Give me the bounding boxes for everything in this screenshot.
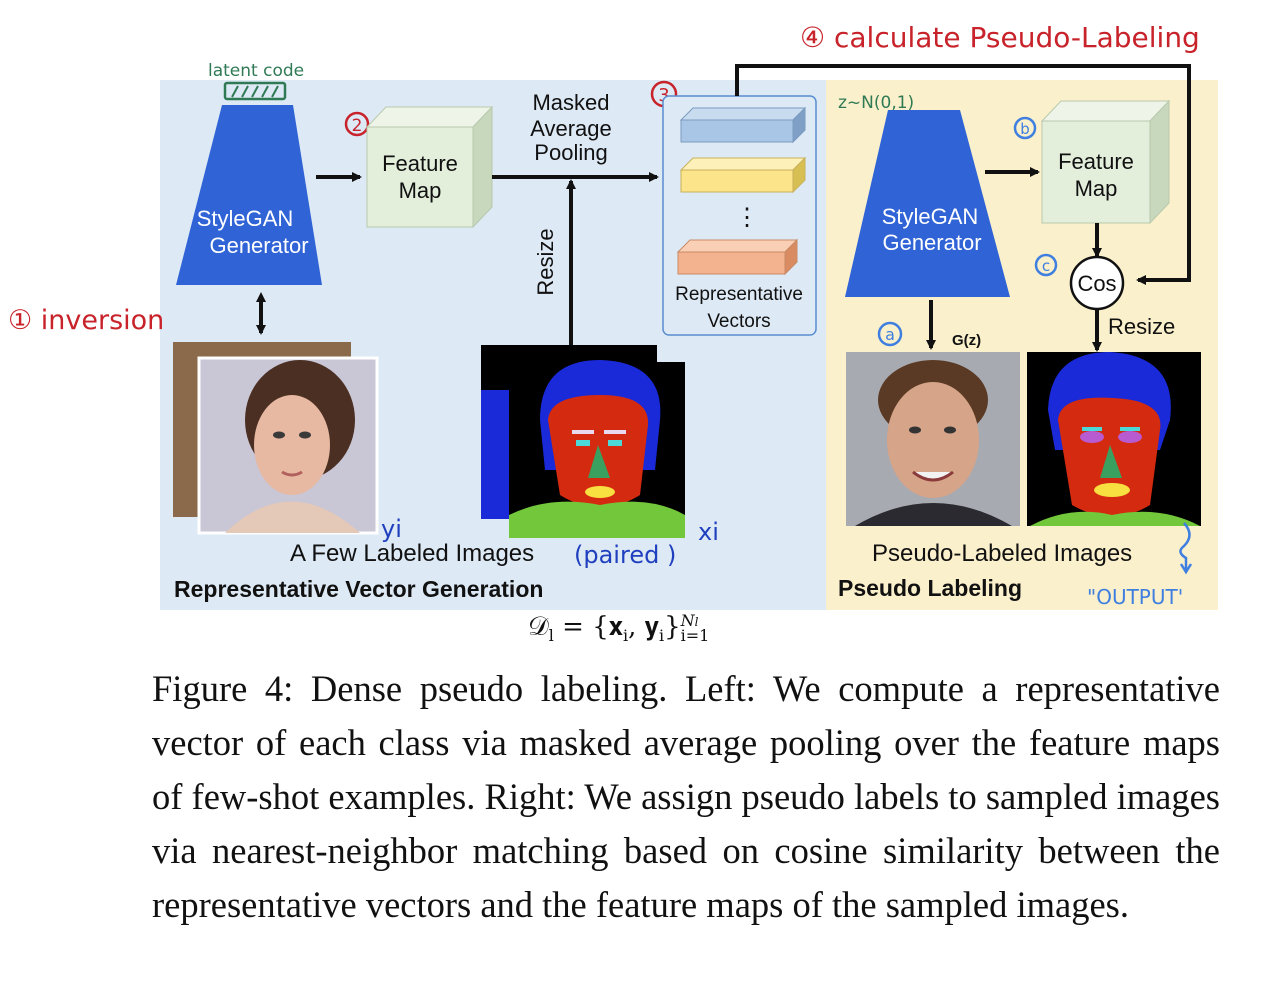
step-b-circle — [1013, 116, 1037, 140]
representative-vectors-label-1: Representative — [675, 284, 803, 305]
vector-blue — [679, 106, 807, 144]
vector-orange — [676, 238, 799, 276]
paired-annotation: (paired ) — [574, 541, 676, 569]
xi-label: xi — [698, 518, 719, 546]
right-resize-label: Resize — [1108, 314, 1175, 339]
step-c-circle — [1034, 253, 1058, 277]
step-c-label: c — [1042, 257, 1050, 275]
latent-code-bar — [223, 81, 287, 101]
right-generator-label-1: StyleGAN — [882, 204, 979, 229]
left-feature-map-label-1: Feature — [382, 151, 458, 176]
output-annotation: "OUTPUT' — [1087, 585, 1183, 609]
representative-vectors-label-2: Vectors — [707, 311, 770, 332]
pseudo-label-image — [1027, 352, 1201, 526]
right-feature-map-label-1: Feature — [1058, 149, 1134, 174]
left-generator-trapezoid — [176, 105, 322, 285]
output-arrow-squiggle — [1179, 522, 1193, 575]
step-a-circle — [877, 321, 903, 347]
pooling-label-1: Masked — [532, 90, 609, 115]
pooling-label-3: Pooling — [534, 140, 607, 165]
pooling-label-2: Average — [530, 116, 612, 141]
few-labeled-images-label: A Few Labeled Images — [290, 540, 534, 567]
figure-caption: Figure 4: Dense pseudo labeling. Left: W… — [152, 668, 1220, 925]
vector-dots: ⋮ — [735, 204, 759, 231]
left-generator-label-2: Generator — [209, 233, 308, 258]
vector-yellow — [679, 156, 807, 194]
right-generator-label-2: Generator — [882, 230, 981, 255]
latent-code-label: latent code — [208, 61, 304, 81]
right-feature-map-label-2: Map — [1075, 176, 1118, 201]
pseudo-labeling-loop-line — [735, 64, 1191, 285]
left-label-stack — [481, 345, 685, 538]
pseudo-labeled-images-label: Pseudo-Labeled Images — [872, 540, 1132, 567]
left-generator-label-1: StyleGAN — [197, 206, 294, 231]
inversion-annotation: ① inversion — [8, 305, 164, 336]
latent-code-hatch — [231, 85, 279, 98]
left-panel-title: Representative Vector Generation — [174, 576, 543, 602]
step4-annotation: ④ calculate Pseudo-Labeling — [800, 21, 1200, 54]
yi-label: yi — [381, 515, 402, 543]
step2-circle — [344, 111, 370, 137]
step-a-label: a — [885, 325, 895, 344]
step3-label: 3 — [658, 85, 669, 106]
right-generator-trapezoid — [845, 110, 1010, 297]
right-panel-title: Pseudo Labeling — [838, 575, 1022, 601]
left-photo-stack — [173, 342, 379, 535]
left-feature-map-label-2: Map — [399, 178, 442, 203]
step-b-label: b — [1020, 120, 1030, 138]
representative-vectors-box — [662, 95, 817, 336]
step2-label: 2 — [352, 116, 363, 136]
generated-face-image — [846, 352, 1020, 526]
left-feature-map-cube — [365, 105, 494, 229]
cos-label: Cos — [1077, 271, 1116, 296]
right-feature-map-cube — [1040, 99, 1171, 225]
z-distribution-label: z~N(0,1) — [838, 93, 914, 113]
gz-label: G(z) — [952, 332, 981, 349]
resize-label: Resize — [533, 228, 558, 295]
diagram: latent code StyleGAN Generator ① inversi… — [8, 21, 1218, 610]
